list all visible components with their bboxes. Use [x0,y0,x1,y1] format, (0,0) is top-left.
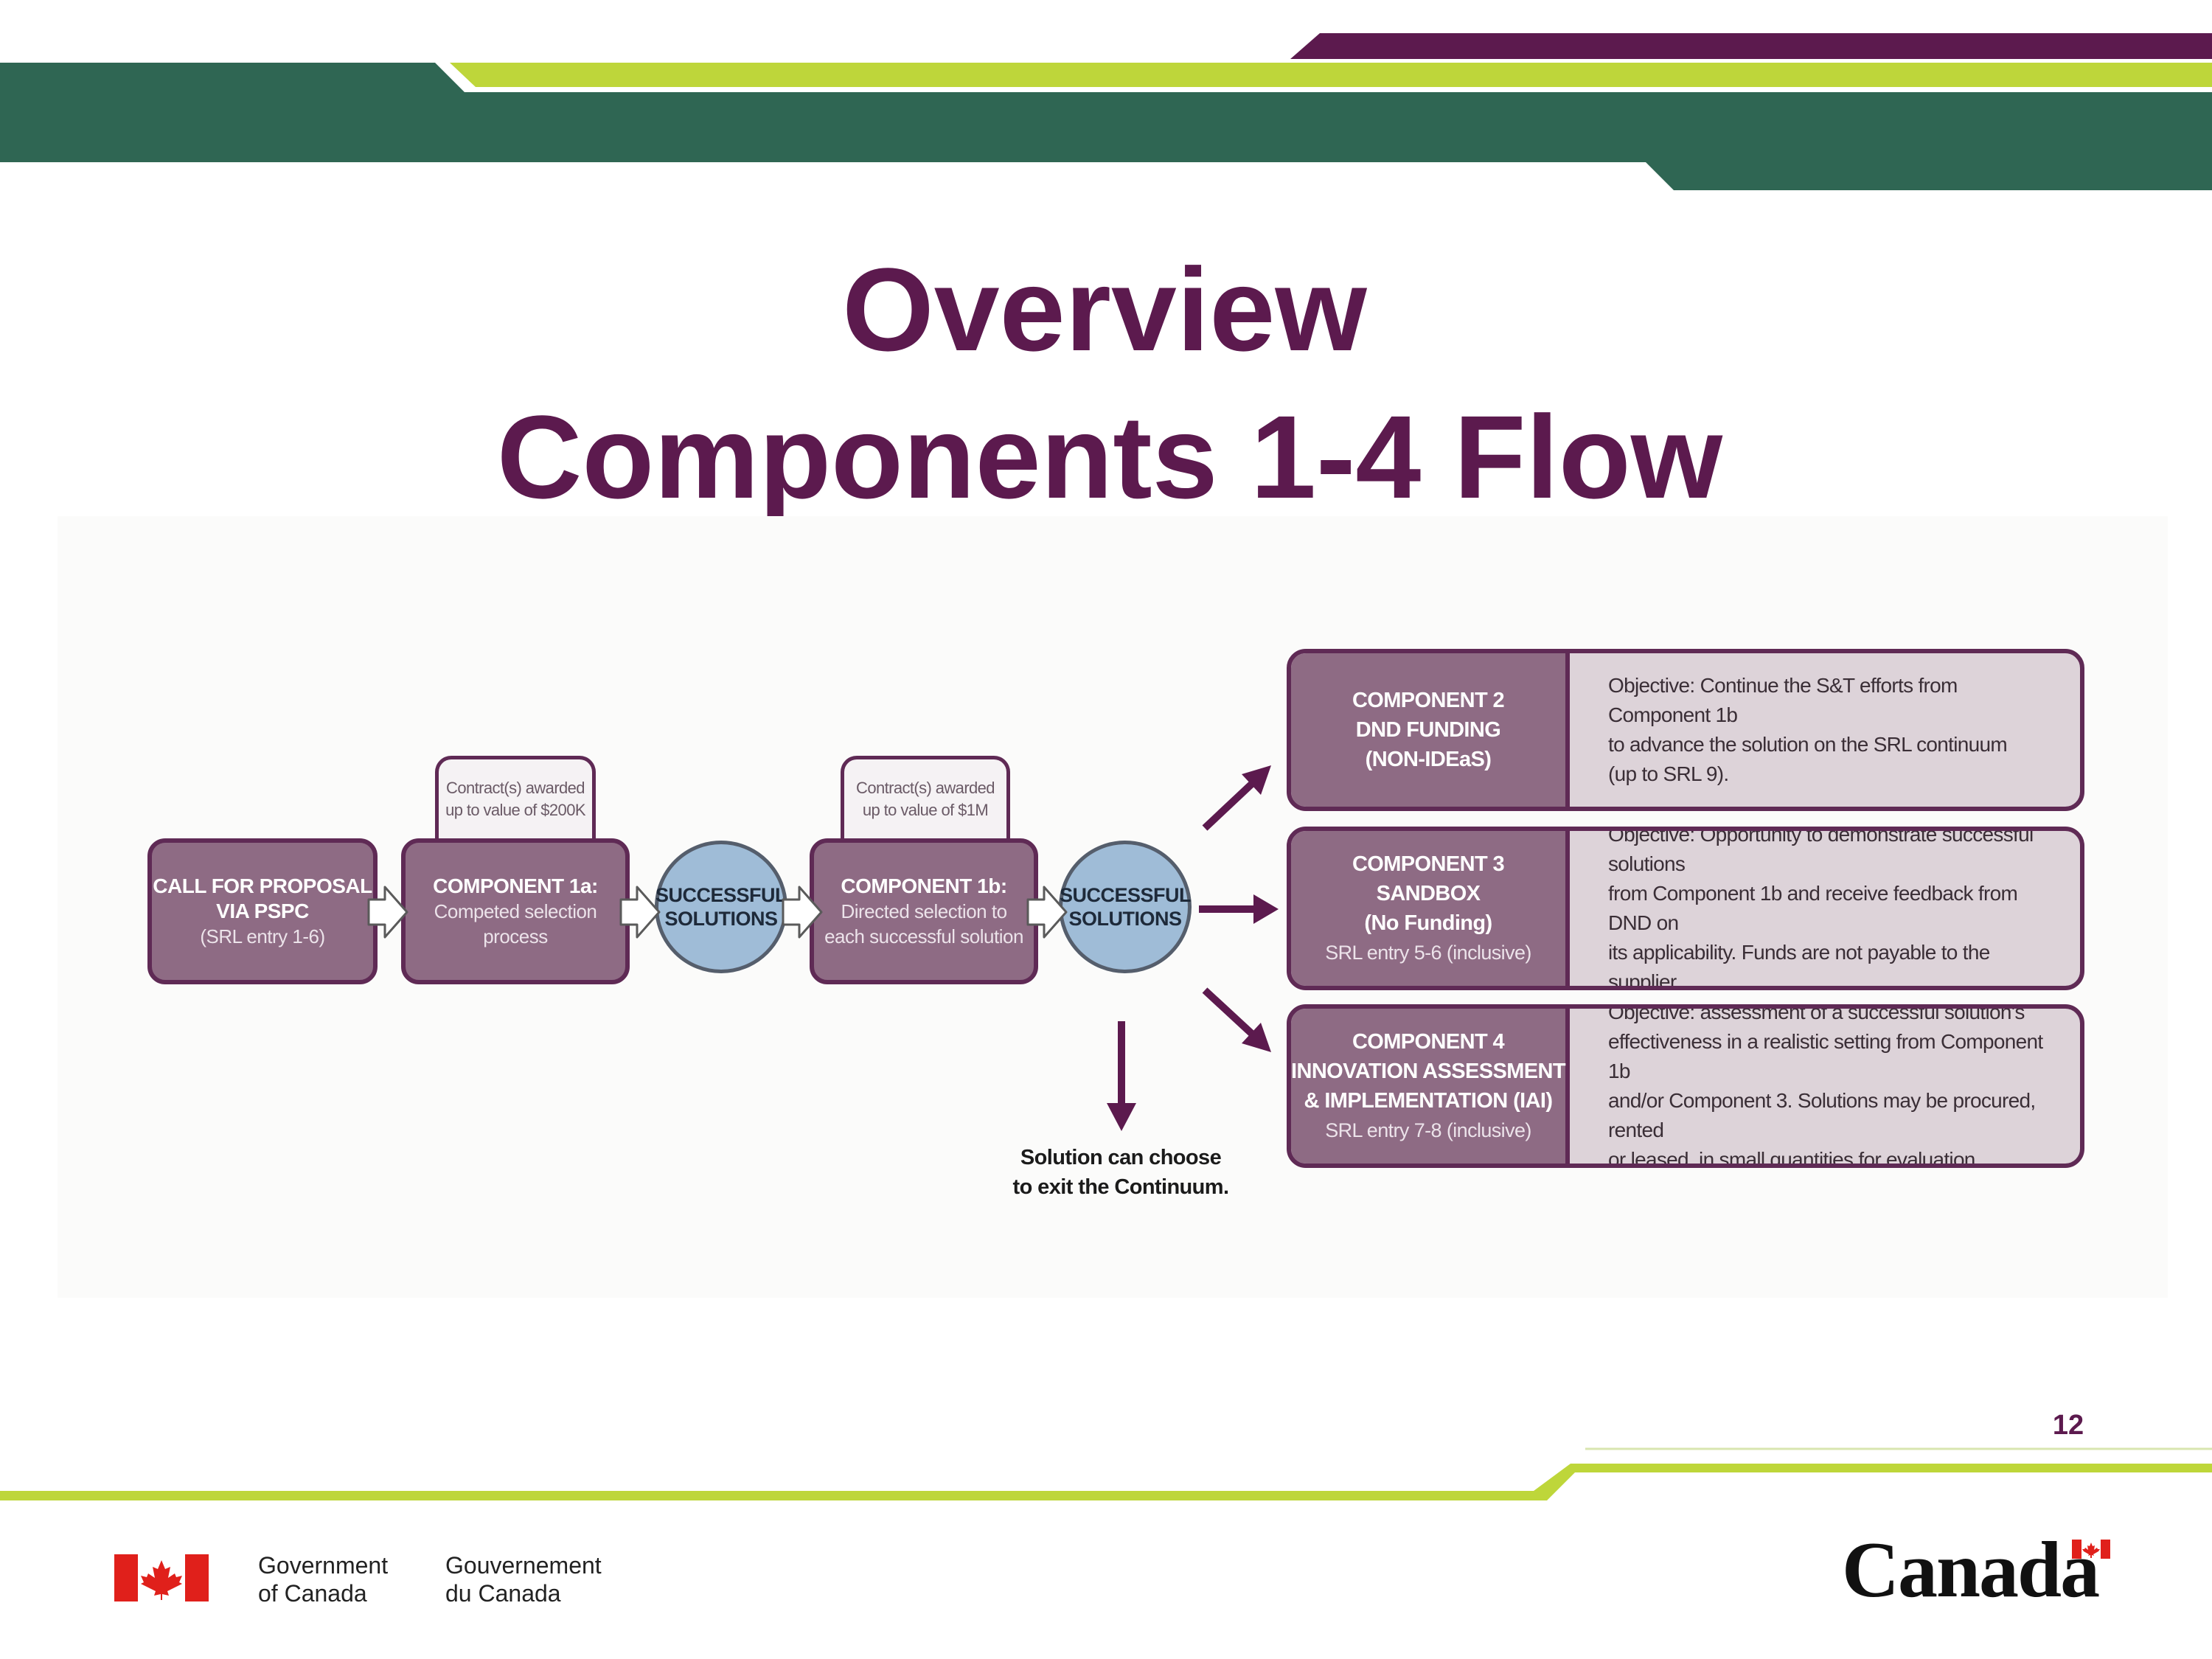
component-4-title-line2: INNOVATION ASSESSMENT [1291,1060,1566,1083]
header-lime-stripe [450,63,2212,87]
component-4-objective-line3: and/or Component 3. Solutions may be pro… [1608,1089,2036,1141]
component-3-objective-line2: from Component 1b and receive feedback f… [1608,882,2018,934]
component-4-label: COMPONENT 4 INNOVATION ASSESSMENT & IMPL… [1291,1009,1570,1164]
component-1b-note-line1: Contract(s) awarded [856,778,995,797]
component-1b-title: COMPONENT 1b: [841,874,1007,897]
component-3-objective-line3: its applicability. Funds are not payable… [1608,941,1990,990]
component-3-objective-line1: Objective: Opportunity to demonstrate su… [1608,827,2034,875]
government-of-canada-fr: Gouvernement du Canada [445,1551,602,1607]
component-1a-note-line1: Contract(s) awarded [446,778,585,797]
block-arrow-1-icon [367,886,408,939]
component-1b-subtitle-line2: each successful solution [824,925,1023,947]
component-4-title-line1: COMPONENT 4 [1352,1030,1505,1054]
component-1b-contract-note: Contract(s) awarded up to value of $1M [841,756,1010,838]
footer-stripe [0,1447,2212,1500]
component-2-title-line3: (NON-IDEaS) [1365,748,1492,771]
component-3-label: COMPONENT 3 SANDBOX (No Funding) SRL ent… [1291,831,1570,986]
component-4-objective-line4: or leased, in small quantities for evalu… [1608,1148,1980,1168]
component-3-srl: SRL entry 5-6 (inclusive) [1325,942,1531,964]
gov-en-line1: Government [258,1552,389,1579]
component-1a-subtitle: Competed selection process [434,900,597,947]
component-1b-note-line2: up to value of $1M [862,800,989,819]
gov-en-line2: of Canada [258,1580,367,1607]
component-4-objective-line1: Objective: assessment of a successful so… [1608,1004,2025,1023]
component-2-objective-line2: to advance the solution on the SRL conti… [1608,733,2008,756]
arrow-to-component-4-shaft [1202,987,1256,1038]
successful-solutions-circle-2: SUCCESSFUL SOLUTIONS [1059,841,1192,973]
header-purple-stripe [1290,33,2212,59]
footer-lime-stripe [0,1464,2212,1500]
call-for-proposal-line3: (SRL entry 1-6) [200,925,325,947]
component-4-title-line3: & IMPLEMENTATION (IAI) [1304,1089,1554,1113]
component-4-objective: Objective: assessment of a successful so… [1570,1009,2080,1164]
header-green-band [0,63,2212,190]
arrow-to-component-3-head [1253,894,1279,924]
arrow-to-component-2-shaft [1202,779,1256,831]
block-arrow-4-icon [1026,886,1068,939]
successful-solutions-2-line1: SUCCESSFUL [1060,884,1192,906]
component-2-objective-line3: (up to SRL 9). [1608,762,1729,785]
successful-solutions-2-line2: SOLUTIONS [1068,908,1182,930]
component-2-row: COMPONENT 2 DND FUNDING (NON-IDEaS) Obje… [1287,649,2084,811]
block-arrow-2-icon [619,886,661,939]
component-2-title-line2: DND FUNDING [1355,718,1501,742]
component-1a-contract-note: Contract(s) awarded up to value of $200K [435,756,596,838]
gov-fr-line1: Gouvernement [445,1552,602,1579]
government-of-canada-en: Government of Canada [258,1551,388,1607]
header-banner [0,33,2212,190]
slide-title-line-1: Overview [842,243,1367,375]
arrow-to-component-4-head [1242,1023,1271,1052]
successful-solutions-circle-1: SUCCESSFUL SOLUTIONS [655,841,787,973]
successful-solutions-1-line1: SUCCESSFUL [655,884,787,906]
successful-solutions-1-line2: SOLUTIONS [664,908,778,930]
component-3-row: COMPONENT 3 SANDBOX (No Funding) SRL ent… [1287,827,2084,990]
gov-fr-line2: du Canada [445,1580,561,1607]
exit-continuum-text: Solution can choose to exit the Continuu… [1010,1143,1231,1202]
exit-line1: Solution can choose [1020,1146,1222,1169]
page-number: 12 [2052,1410,2084,1441]
canada-flag-icon [114,1554,209,1601]
component-1a-title: COMPONENT 1a: [433,874,598,897]
component-1b-subtitle-line1: Directed selection to [841,900,1007,922]
arrow-to-component-2-head [1242,765,1271,795]
exit-line2: to exit the Continuum. [1012,1175,1229,1199]
call-for-proposal-line2: VIA PSPC [216,900,309,922]
component-2-title-line1: COMPONENT 2 [1352,689,1505,712]
component-4-objective-line2: effectiveness in a realistic setting fro… [1608,1030,2043,1082]
component-3-title-line1: COMPONENT 3 [1352,852,1505,876]
block-arrow-3-icon [782,886,823,939]
call-for-proposal-line1: CALL FOR PROPOSAL [153,874,372,897]
component-2-objective: Objective: Continue the S&T efforts from… [1570,653,2080,807]
component-4-srl: SRL entry 7-8 (inclusive) [1325,1119,1531,1141]
wordmark-flag-icon [2072,1540,2110,1559]
component-4-row: COMPONENT 4 INNOVATION ASSESSMENT & IMPL… [1287,1004,2084,1168]
component-3-title-line2: SANDBOX [1376,882,1481,905]
component-2-label: COMPONENT 2 DND FUNDING (NON-IDEaS) [1291,653,1570,807]
canada-wordmark: Canada [1842,1526,2100,1614]
component-1a-note-line2: up to value of $200K [445,800,585,819]
component-2-objective-line1: Objective: Continue the S&T efforts from… [1608,674,1958,726]
component-3-title-line3: (No Funding) [1364,911,1492,935]
arrow-to-exit-head [1107,1103,1136,1131]
component-3-objective: Objective: Opportunity to demonstrate su… [1570,831,2080,986]
slide-title-line-2: Components 1-4 Flow [496,391,1723,523]
